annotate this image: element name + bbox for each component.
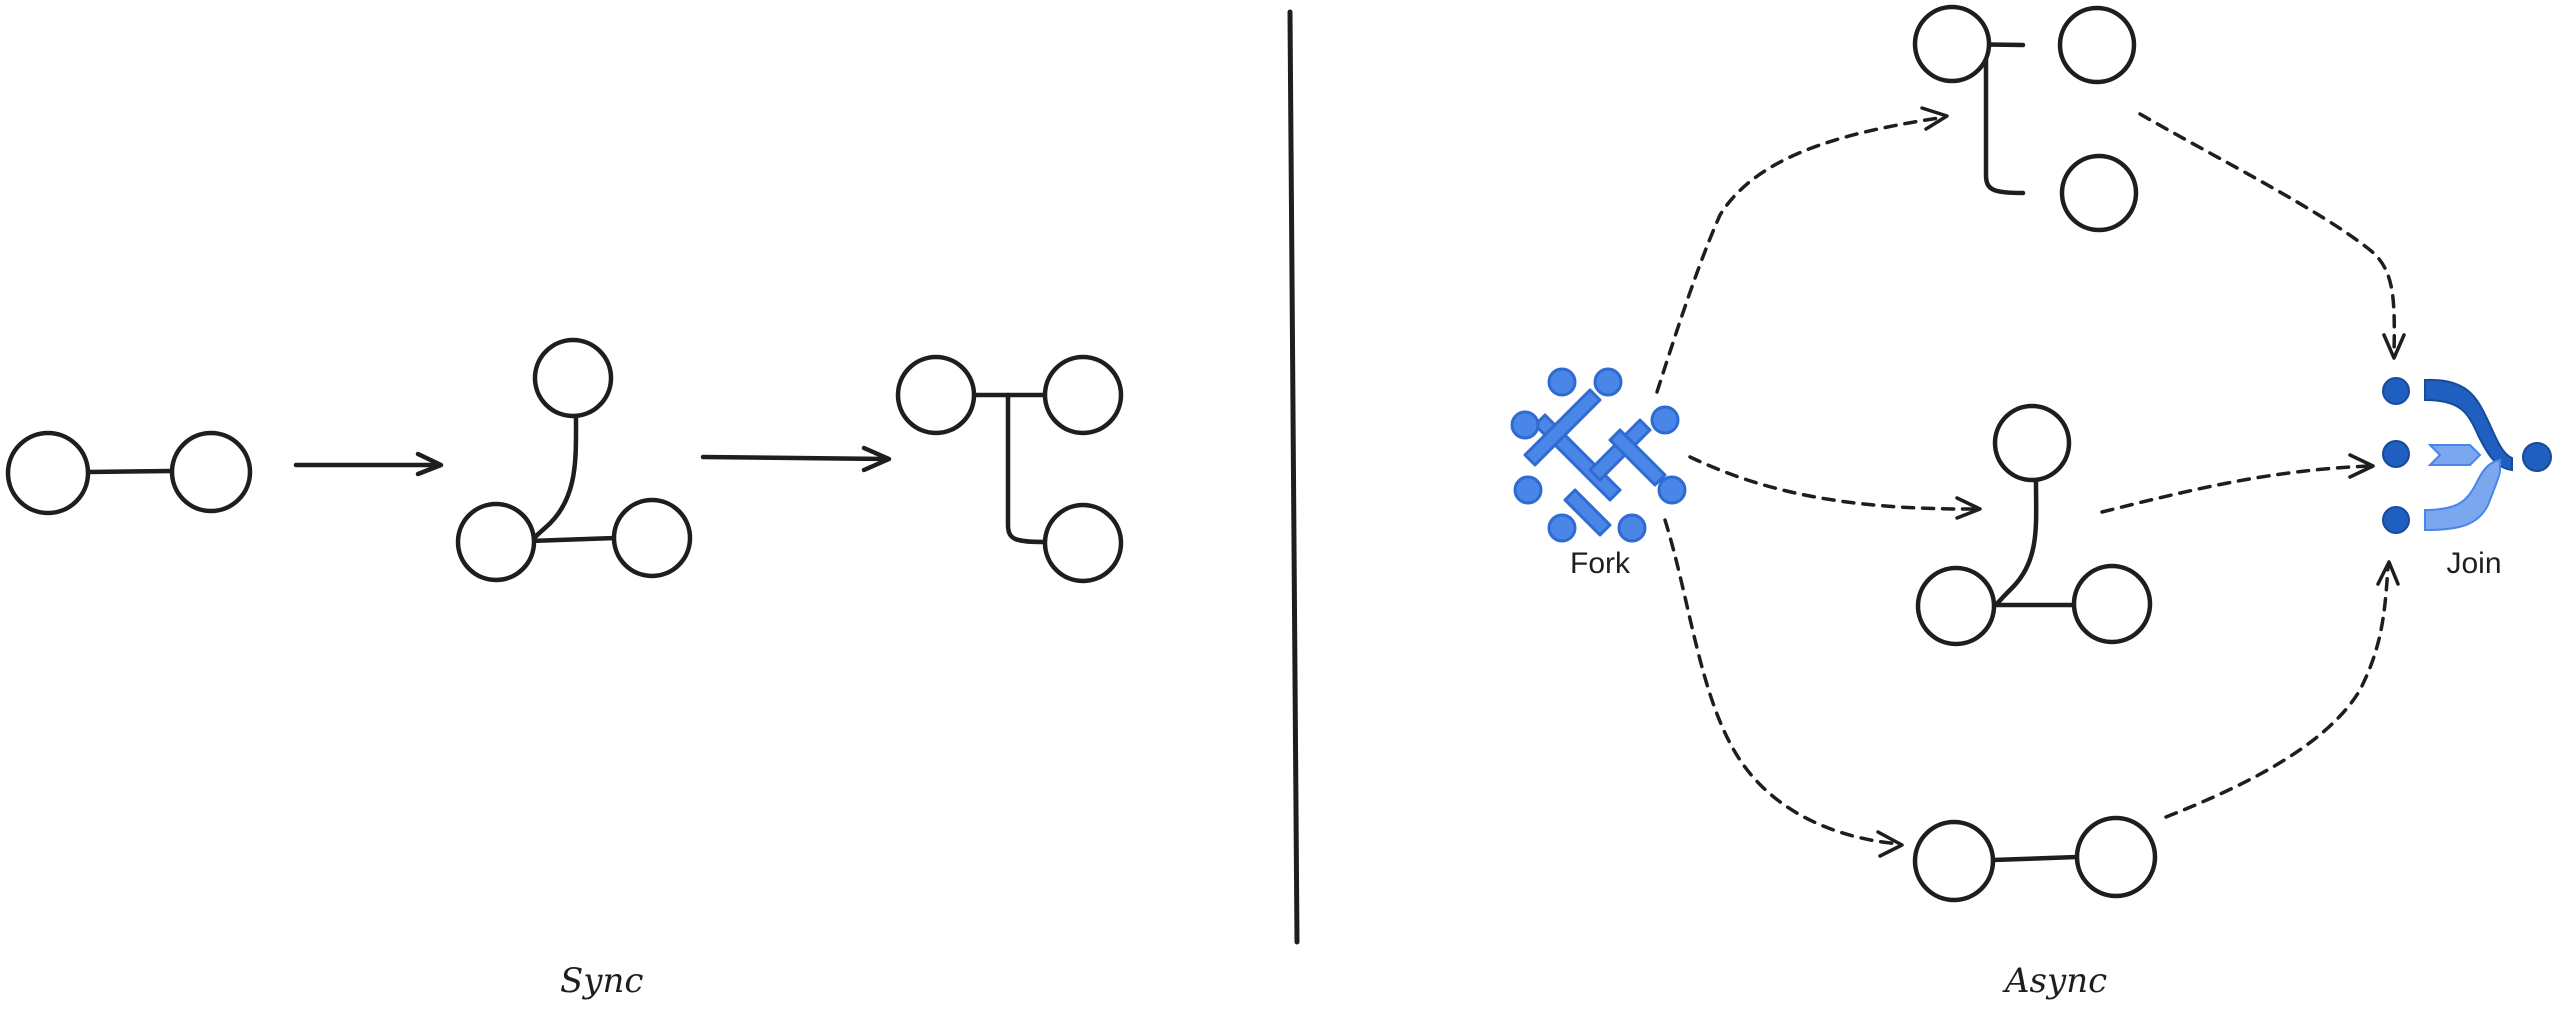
async-arrow-fork-to-bottom: [1663, 518, 1904, 858]
async-graph-top: [1912, 4, 2139, 233]
async-graph-top-node-left: [1912, 4, 1992, 84]
async-graph-middle: [1915, 403, 2153, 647]
async-graph-top-node-right: [2057, 5, 2137, 85]
async-graph-bottom-node-b: [2074, 815, 2158, 899]
async-graph-bottom-node-a: [1912, 819, 1996, 903]
async-graph-middle-node-right: [2071, 563, 2153, 645]
sync-label: Sync: [560, 961, 643, 1001]
sync-graph-1: [5, 430, 253, 516]
sync-graph-2-node-right: [611, 497, 693, 579]
sync-arrow-2: [700, 445, 892, 473]
async-graph-middle-node-left: [1915, 565, 1997, 647]
async-arrow-middle-to-join: [2100, 453, 2375, 514]
join-icon: Join: [2382, 377, 2552, 580]
async-graph-middle-edge-vertical: [1994, 479, 2039, 607]
async-label: Async: [2002, 961, 2107, 1001]
sync-graph-2-node-left: [455, 501, 537, 583]
join-label: Join: [2446, 547, 2501, 580]
sync-graph-3-node-bottom: [1042, 502, 1124, 584]
async-arrow-bottom-to-join: [2164, 560, 2400, 819]
sync-graph-3-node-left: [895, 354, 977, 436]
sync-graph-1-node-b: [169, 430, 253, 514]
async-arrow-fork-to-middle: [1688, 455, 1982, 520]
sync-section: Sync: [5, 337, 1124, 1001]
sync-graph-3-edge-down: [1005, 392, 1048, 545]
async-section: Fork: [1510, 4, 2552, 1001]
sync-graph-3-node-right: [1042, 354, 1124, 436]
async-graph-top-edge-down: [1983, 42, 2026, 196]
async-graph-middle-node-top: [1992, 403, 2072, 483]
async-graph-bottom-edge: [1990, 854, 2080, 863]
async-graph-bottom: [1912, 815, 2158, 903]
fork-icon: Fork: [1510, 367, 1687, 580]
sync-graph-3: [895, 354, 1124, 584]
sync-graph-2-edge-horizontal: [527, 535, 618, 544]
sync-graph-2-edge-vertical: [529, 415, 579, 543]
async-arrow-fork-to-top: [1655, 106, 1949, 394]
sync-graph-2: [455, 337, 693, 583]
async-graph-top-node-bottom: [2059, 153, 2139, 233]
sync-graph-2-node-top: [532, 337, 614, 419]
sync-graph-1-node-a: [5, 430, 91, 516]
sync-graph-1-edge: [85, 468, 175, 475]
fork-label: Fork: [1570, 547, 1631, 580]
section-divider: [1287, 9, 1300, 945]
sync-arrow-1: [293, 451, 444, 477]
async-arrow-top-to-join: [2138, 112, 2406, 360]
